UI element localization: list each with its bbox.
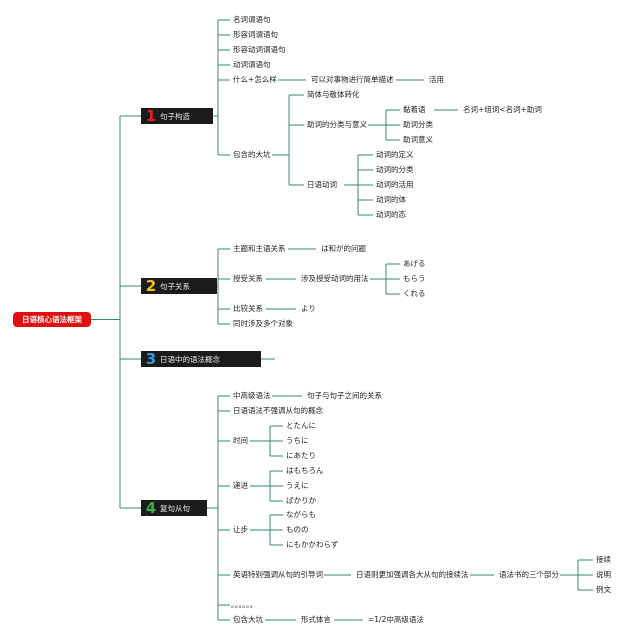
section-4-node[interactable]: 4 复句从句	[141, 499, 207, 517]
node-mono-no[interactable]: ものの	[285, 525, 310, 535]
section-1-number: 1	[145, 107, 157, 125]
node-three-parts[interactable]: 语法书的三个部分	[498, 570, 560, 580]
section-3-node[interactable]: 3 日语中的语法概念	[141, 350, 261, 368]
node-multiple-objects[interactable]: 同时涉及多个对象	[232, 319, 294, 329]
section-1-node[interactable]: 1 句子构造	[141, 107, 213, 125]
node-ue-ni[interactable]: うえに	[285, 481, 310, 491]
node-verb-predicate[interactable]: 动词谓语句	[232, 60, 272, 70]
node-wa-mochiron[interactable]: はもちろん	[285, 466, 325, 476]
node-noun-particle[interactable]: 名词+组词<名词+助词	[462, 105, 543, 115]
section-2-node[interactable]: 2 句子关系	[141, 277, 217, 295]
section-2-label: 句子关系	[160, 281, 190, 291]
node-verb-voice[interactable]: 动词的态	[375, 210, 407, 220]
section-4-label: 复句从句	[160, 503, 190, 513]
node-morau[interactable]: もらう	[402, 274, 427, 284]
node-english-clause-markers[interactable]: 英语特别强调从句的引导词	[232, 570, 324, 580]
node-plain-polite[interactable]: 简体与敬体转化	[306, 90, 361, 100]
section-4-number: 4	[145, 499, 157, 517]
node-giving-receiving[interactable]: 授受关系	[232, 274, 264, 284]
node-verb-types[interactable]: 动词的分类	[375, 165, 415, 175]
node-agglutinative[interactable]: 黏着语	[402, 105, 427, 115]
node-comparison[interactable]: 比较关系	[232, 304, 264, 314]
node-particle-classification[interactable]: 助词的分类与意义	[306, 120, 368, 130]
node-adjective-predicate[interactable]: 形容词谓语句	[232, 30, 279, 40]
node-usage[interactable]: 活用	[428, 75, 445, 85]
node-particle-meaning[interactable]: 助词意义	[402, 135, 434, 145]
node-wa-ga[interactable]: は和が的问题	[320, 244, 367, 254]
node-ni-atari[interactable]: にあたり	[285, 451, 317, 461]
node-bakari-ka[interactable]: ばかりか	[285, 496, 318, 506]
node-giving-verbs-usage[interactable]: 涉及授受动词的用法	[300, 274, 370, 284]
section-3-number: 3	[145, 350, 157, 368]
node-pitfalls-4[interactable]: 包含大坑	[232, 615, 264, 625]
node-no-clause-emphasis[interactable]: 日语语法不强调从句的概念	[232, 406, 324, 416]
node-adjectival-verb-predicate[interactable]: 形容动词谓语句	[232, 45, 287, 55]
node-pitfalls-1[interactable]: 包含的大坑	[232, 150, 272, 160]
node-examples[interactable]: 例文	[595, 585, 612, 595]
node-yori[interactable]: より	[300, 304, 317, 314]
node-japanese-clause-connection[interactable]: 日语则更加强调各大从句的接续法	[355, 570, 470, 580]
node-ageru[interactable]: あげる	[402, 259, 427, 269]
node-formal-nouns[interactable]: 形式体言	[300, 615, 332, 625]
node-progression[interactable]: 递进	[232, 481, 249, 491]
node-what-how[interactable]: 什么+怎么样	[232, 75, 278, 85]
node-simple-description[interactable]: 可以对事物进行简单描述	[310, 75, 395, 85]
node-sentence-relations[interactable]: 句子与句子之间的关系	[306, 391, 383, 401]
node-kureru[interactable]: くれる	[402, 289, 427, 299]
node-noun-predicate[interactable]: 名词谓语句	[232, 15, 272, 25]
section-2-number: 2	[145, 277, 157, 295]
section-1-label: 句子构造	[160, 111, 190, 121]
node-half-advanced[interactable]: =1/2中高级语法	[367, 615, 425, 625]
node-verb-aspect[interactable]: 动词的体	[375, 195, 407, 205]
node-totan-ni[interactable]: とたんに	[285, 421, 317, 431]
node-topic-subject[interactable]: 主题和主语关系	[232, 244, 287, 254]
node-verb-definition[interactable]: 动词的定义	[375, 150, 415, 160]
root-node[interactable]: 日语核心语法框架	[13, 312, 91, 327]
node-time[interactable]: 时间	[232, 436, 249, 446]
section-3-label: 日语中的语法概念	[160, 354, 220, 364]
node-advanced-grammar[interactable]: 中高级语法	[232, 391, 272, 401]
node-connection[interactable]: 接续	[595, 555, 612, 565]
node-nagara-mo[interactable]: ながらも	[285, 510, 317, 520]
node-particle-types[interactable]: 助词分类	[402, 120, 434, 130]
node-explanation[interactable]: 说明	[595, 570, 612, 580]
node-verb-conjugation[interactable]: 动词的活用	[375, 180, 415, 190]
node-nimo-kakawarazu[interactable]: にもかかわらず	[285, 540, 340, 550]
node-concession[interactable]: 让步	[232, 525, 249, 535]
node-uchi-ni[interactable]: うちに	[285, 436, 310, 446]
node-japanese-verbs[interactable]: 日语动词	[306, 180, 338, 190]
node-ellipsis: 。。。。。。	[230, 600, 259, 610]
